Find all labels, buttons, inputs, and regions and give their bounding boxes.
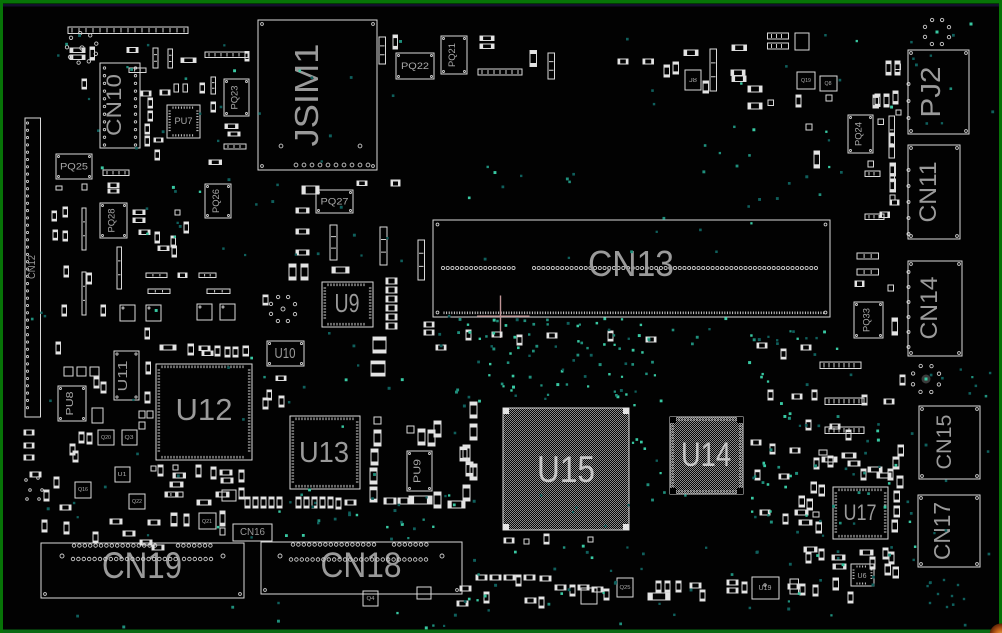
svg-text:U1: U1 [118,472,127,478]
svg-text:Q16: Q16 [78,487,88,493]
svg-text:U15: U15 [537,449,595,490]
svg-text:PQ33: PQ33 [862,308,872,332]
svg-text:Q21: Q21 [202,519,212,525]
svg-text:CN15: CN15 [933,415,956,470]
svg-text:Q19: Q19 [801,78,811,84]
svg-text:U11: U11 [115,361,130,392]
svg-text:U10: U10 [275,345,296,362]
svg-text:U6: U6 [858,573,867,580]
svg-text:Q3: Q3 [125,435,134,441]
svg-text:U13: U13 [299,437,349,469]
svg-text:CN12: CN12 [27,255,38,279]
svg-text:U14: U14 [681,436,731,474]
svg-text:PQ26: PQ26 [211,189,221,213]
svg-text:JSIM1: JSIM1 [288,44,325,147]
svg-text:CN18: CN18 [321,546,402,585]
svg-text:PJ2: PJ2 [915,67,946,118]
svg-text:PQ28: PQ28 [107,209,117,233]
svg-text:PQ25: PQ25 [60,162,88,172]
svg-text:J8: J8 [689,78,698,84]
svg-text:CN11: CN11 [915,162,942,223]
svg-text:PQ22: PQ22 [401,61,429,71]
svg-text:PQ23: PQ23 [230,86,240,110]
svg-text:CN17: CN17 [929,502,955,560]
svg-text:CN14: CN14 [916,277,943,340]
svg-text:Q22: Q22 [132,499,142,505]
svg-text:Q4: Q4 [367,596,375,602]
svg-text:Q20: Q20 [101,435,111,441]
svg-text:PU7: PU7 [175,116,193,126]
svg-text:PQ27: PQ27 [321,197,349,207]
svg-text:CN16: CN16 [240,527,265,538]
svg-text:CN10: CN10 [103,74,126,136]
svg-text:CN13: CN13 [588,243,674,284]
svg-text:PU8: PU8 [65,391,76,416]
svg-text:PU9: PU9 [413,458,424,483]
svg-text:Q8: Q8 [825,81,832,87]
svg-text:Q25: Q25 [620,585,631,591]
svg-text:PQ21: PQ21 [447,43,457,67]
svg-text:CN19: CN19 [102,545,182,586]
svg-text:U19: U19 [759,585,772,592]
svg-text:U17: U17 [844,500,877,525]
svg-text:U12: U12 [176,392,233,427]
svg-text:U9: U9 [335,288,360,318]
svg-text:PQ24: PQ24 [854,122,864,146]
